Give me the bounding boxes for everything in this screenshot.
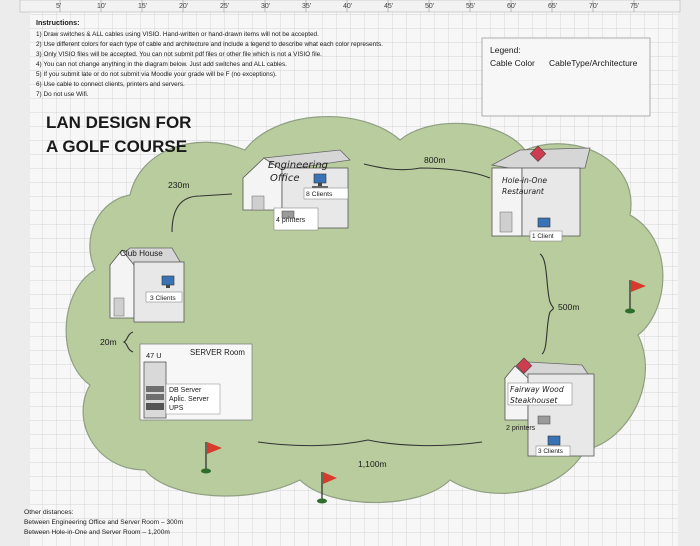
ruler-label: 45'	[384, 3, 393, 10]
golf-flags	[201, 280, 646, 504]
legend-title: Legend:	[490, 45, 521, 55]
server-room-title: SERVER Room	[190, 348, 245, 357]
legend-cable-color: Cable Color	[490, 58, 535, 68]
ruler-label: 40'	[343, 3, 352, 10]
computer-icon	[547, 435, 561, 446]
club-house: Club House 3 Clients	[108, 247, 185, 323]
hole-in-one-restaurant: Hole-in-One Restaurant 1 Client	[490, 145, 591, 242]
legend-box	[481, 37, 651, 117]
ruler-label: 75'	[630, 3, 639, 10]
instructions-heading: Instructions:	[36, 18, 80, 27]
computer-icon	[313, 173, 327, 184]
printer-icon	[537, 415, 551, 425]
computer-icon	[161, 275, 175, 286]
fairway-label-line2: Steakhouset	[510, 396, 558, 405]
brace-230	[171, 193, 233, 233]
golf-flag-icon	[317, 472, 337, 504]
hole-in-one-label-line2: Restaurant	[502, 187, 545, 196]
instruction-line: 2) Use different colors for each type of…	[36, 41, 383, 48]
engineering-clients: 8 Clients	[306, 191, 333, 198]
ups-label: UPS	[169, 405, 184, 412]
distance-markers	[122, 163, 554, 447]
hole-in-one-clients: 1 Client	[532, 233, 554, 240]
hole-in-one-building	[521, 167, 581, 237]
brace-20	[122, 331, 134, 353]
diagram-title-line1: LAN DESIGN FOR	[46, 113, 191, 132]
ruler-label: 65'	[548, 3, 557, 10]
ruler-label: 15'	[138, 3, 147, 10]
golf-flag-icon	[201, 442, 222, 474]
brace-500	[539, 253, 554, 355]
distance-800m: 800m	[424, 155, 446, 165]
distance-20m: 20m	[100, 337, 117, 347]
other-distances-heading: Other distances:	[24, 509, 74, 516]
db-server-label: DB Server	[169, 387, 202, 394]
legend-cable-type: CableType/Architecture	[549, 58, 638, 68]
club-house-label: Club House	[120, 249, 163, 258]
instruction-line: 6) Use cable to connect clients, printer…	[36, 81, 185, 88]
other-distance-line2: Between Hole-in-One and Server Room – 1,…	[24, 529, 170, 536]
engineering-office: Engineering Office 8 Clients 4 printers	[242, 149, 351, 231]
instruction-line: 3) Only VISIO files will be accepted. Yo…	[36, 51, 322, 58]
ruler-ticks: 5' 10' 15' 20' 25' 30' 35' 40' 45' 50' 55' 60' 65' 70…	[56, 0, 639, 12]
brace-1100	[257, 439, 483, 447]
instruction-line: 1) Draw switches & ALL cables using VISI…	[36, 31, 319, 38]
golf-flag-icon	[625, 280, 646, 314]
top-ruler	[19, 0, 681, 13]
ruler-label: 70'	[589, 3, 598, 10]
router-icon	[529, 145, 547, 162]
fairway-printers: 2 printers	[506, 425, 536, 432]
distance-230m: 230m	[168, 180, 190, 190]
ruler-label: 35'	[302, 3, 311, 10]
other-distance-line1: Between Engineering Office and Server Ro…	[24, 519, 183, 526]
fairway-clients: 3 Clients	[538, 448, 563, 455]
router-icon	[515, 357, 533, 374]
ruler-label: 5'	[56, 3, 61, 10]
server-room: SERVER Room 47 U DB Server Aplic. Server…	[139, 343, 253, 421]
app-server-label: Aplic. Server	[169, 396, 209, 403]
engineering-label-line1: Engineering	[268, 160, 328, 171]
ruler-label: 60'	[507, 3, 516, 10]
distance-500m: 500m	[558, 302, 580, 312]
ruler-label: 25'	[220, 3, 229, 10]
printer-icon	[281, 210, 295, 219]
instruction-line: 4) You can not change anything in the di…	[36, 61, 287, 68]
rack-size-label: 47 U	[146, 351, 162, 360]
brace-800	[363, 163, 491, 179]
ruler-label: 30'	[261, 3, 270, 10]
engineering-label-line2: Office	[270, 173, 300, 184]
ruler-label: 55'	[466, 3, 475, 10]
engineering-printers: 4 printers	[276, 217, 306, 224]
hole-in-one-label-line1: Hole-in-One	[502, 176, 547, 185]
fairway-label-line1: Fairway Wood	[510, 385, 564, 394]
ruler-label: 20'	[179, 3, 188, 10]
computer-icon	[537, 217, 551, 228]
diagram-title-line2: A GOLF COURSE	[46, 137, 187, 156]
club-house-clients: 3 Clients	[150, 295, 176, 302]
instruction-line: 5) If you submit late or do not submit v…	[36, 71, 277, 78]
instruction-line: 7) Do not use Wifi.	[36, 91, 89, 98]
distance-1100m: 1,100m	[358, 459, 387, 469]
ruler-label: 50'	[425, 3, 434, 10]
ruler-label: 10'	[97, 3, 106, 10]
fairway-wood-steakhouse: Fairway Wood Steakhouset 2 printers 3 Cl…	[503, 357, 595, 457]
